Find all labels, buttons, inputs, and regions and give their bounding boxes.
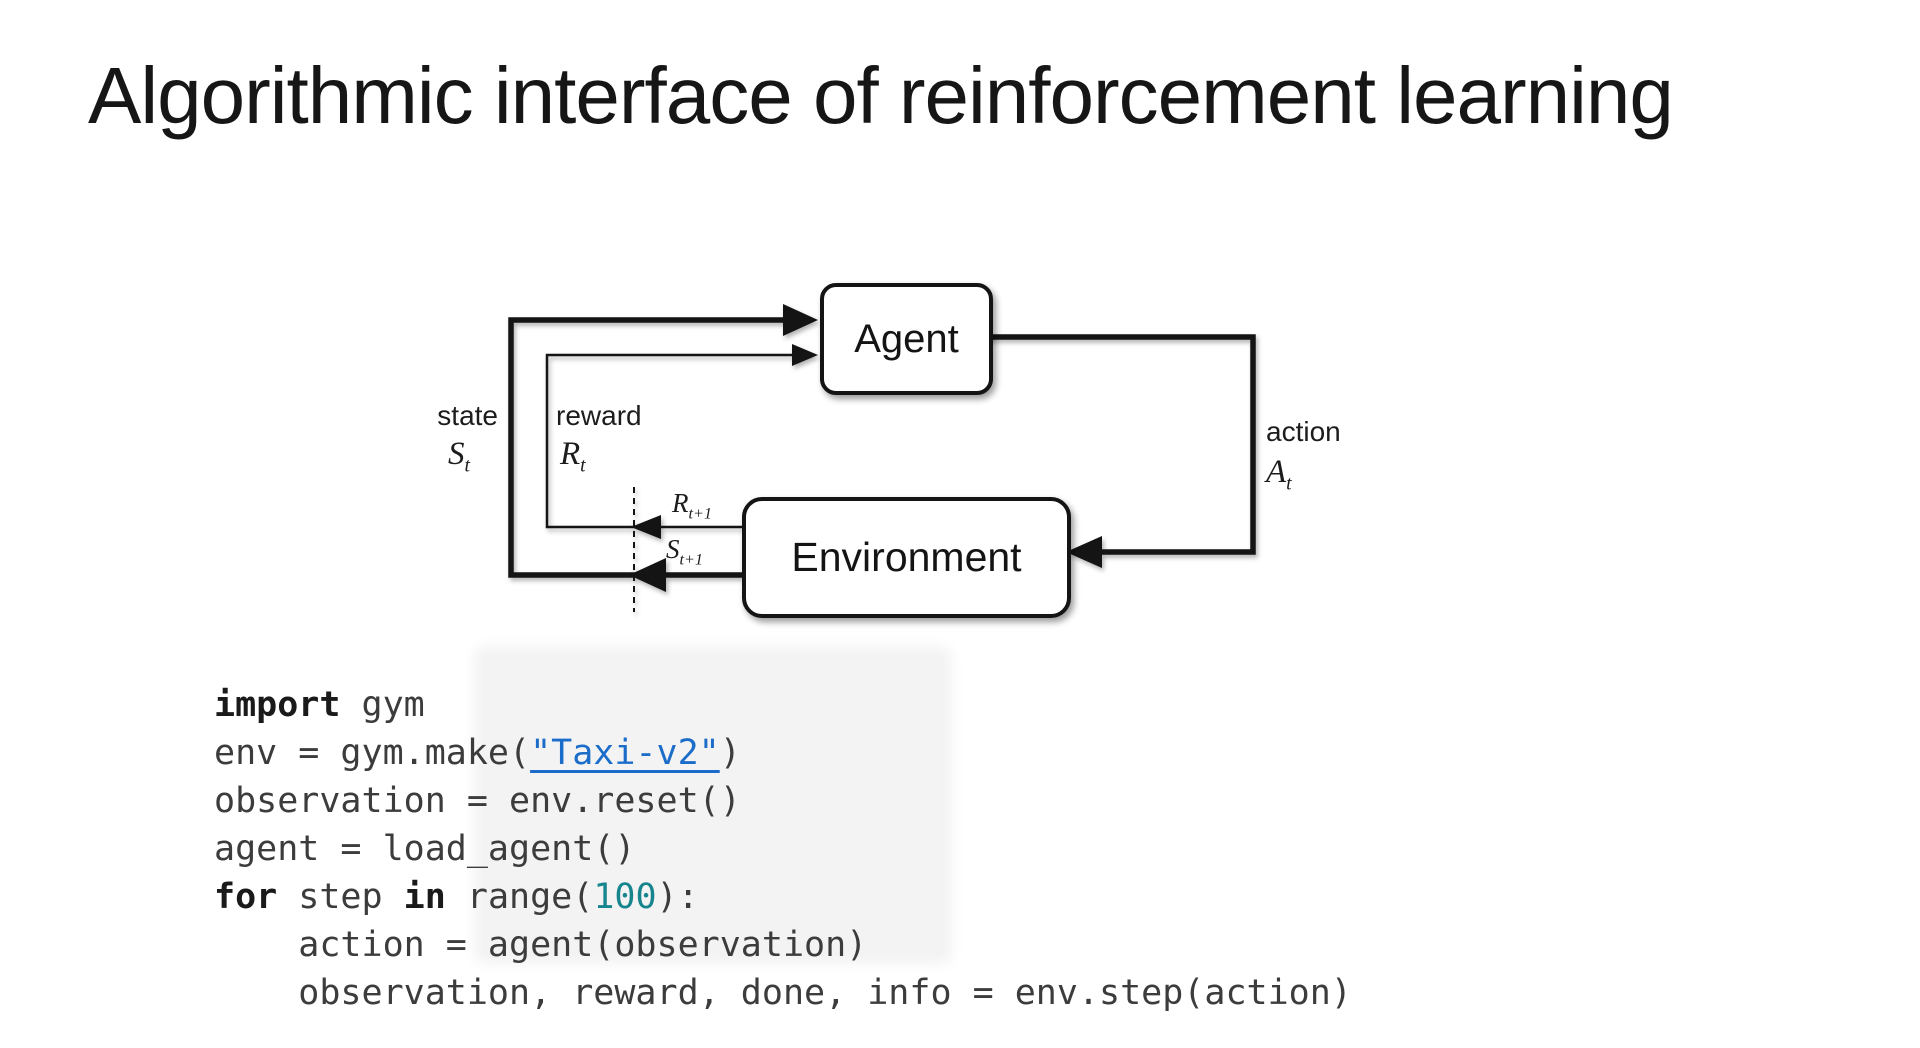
action-symbol-base: A xyxy=(1266,454,1287,490)
code-line: agent = load_agent() xyxy=(214,825,1352,873)
next-reward-symbol: Rt+1 xyxy=(672,488,713,523)
code-line: import gym xyxy=(214,681,1352,729)
state-arrowhead-into-agent-icon xyxy=(783,304,818,336)
code-token: env = gym.make( xyxy=(214,733,531,773)
reward-symbol: Rt xyxy=(560,436,586,475)
next-state-symbol-base: S xyxy=(666,534,680,564)
next-reward-arrowhead-icon xyxy=(631,515,661,539)
taxi-v2-link[interactable]: "Taxi-v2" xyxy=(530,733,720,773)
code-background-highlight xyxy=(482,654,944,956)
code-token: step xyxy=(277,877,404,917)
state-symbol-base: S xyxy=(448,436,465,472)
code-token: for xyxy=(214,877,278,917)
code-token: 100 xyxy=(593,877,657,917)
code-token: ): xyxy=(656,877,699,917)
next-reward-symbol-base: R xyxy=(672,488,689,518)
action-flow-line xyxy=(985,334,1256,555)
code-line: action = agent(observation) xyxy=(214,921,1352,969)
reward-symbol-base: R xyxy=(560,436,581,472)
state-flow-line xyxy=(508,317,786,578)
environment-box: Environment xyxy=(742,497,1071,618)
action-arrowhead-into-environment-icon xyxy=(1066,536,1102,568)
action-label: action xyxy=(1266,416,1341,447)
slide-title: Algorithmic interface of reinforcement l… xyxy=(88,51,1674,140)
next-state-symbol: St+1 xyxy=(666,534,704,569)
agent-box: Agent xyxy=(820,283,993,395)
code-token: observation = env.reset() xyxy=(214,781,741,821)
next-reward-symbol-sub: t+1 xyxy=(688,504,713,523)
environment-box-label: Environment xyxy=(791,534,1022,580)
reward-symbol-sub: t xyxy=(580,454,586,477)
code-line: observation = env.reset() xyxy=(214,777,1352,825)
state-symbol-sub: t xyxy=(464,454,471,477)
code-token: agent = load_agent() xyxy=(214,829,636,869)
code-line: env = gym.make("Taxi-v2") xyxy=(214,729,1352,777)
next-state-symbol-sub: t+1 xyxy=(679,550,704,569)
code-token: ) xyxy=(719,733,741,773)
action-symbol-sub: t xyxy=(1286,472,1292,495)
code-token: observation, reward, done, info = env.st… xyxy=(214,973,1352,1013)
reward-label: reward xyxy=(556,400,642,431)
next-state-arrowhead-icon xyxy=(629,558,666,592)
state-label: state xyxy=(437,400,498,431)
agent-box-label: Agent xyxy=(854,316,959,361)
code-token: range( xyxy=(445,877,594,917)
code-token: in xyxy=(403,877,446,917)
code-token: action = agent(observation) xyxy=(214,925,868,965)
code-token: gym xyxy=(340,685,425,725)
code-token: import xyxy=(214,685,341,725)
code-line: observation, reward, done, info = env.st… xyxy=(214,969,1352,1017)
action-symbol: At xyxy=(1266,454,1292,493)
code-line: for step in range(100): xyxy=(214,873,1352,921)
reward-arrowhead-into-agent-icon xyxy=(792,344,818,366)
state-symbol: St xyxy=(448,436,470,475)
